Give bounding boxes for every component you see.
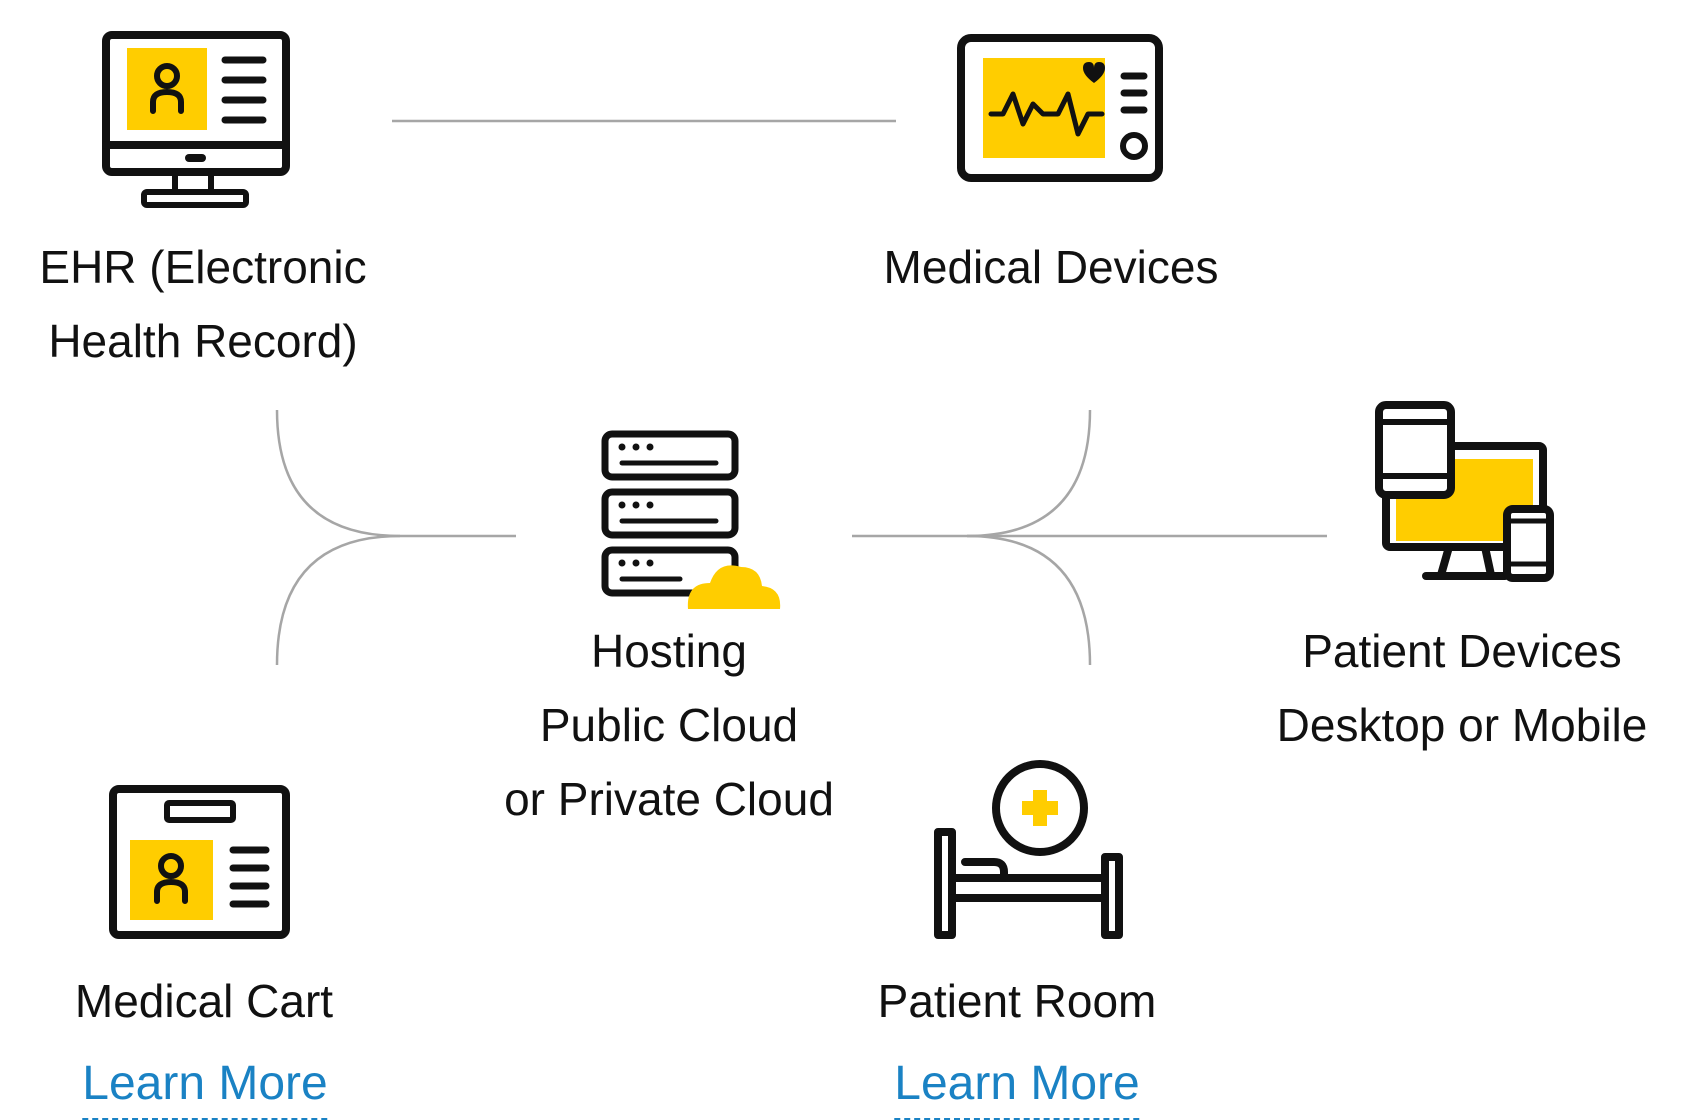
connector-medical-devices-hosting: [852, 409, 1092, 538]
connector-ehr-hosting: [275, 409, 516, 538]
tablet-desktop-mobile-icon: [1375, 401, 1554, 582]
medical-cart-learn-more-link[interactable]: Learn More: [82, 1054, 328, 1120]
hosting-label: Hosting Public Cloud or Private Cloud: [504, 614, 834, 836]
patient-room-label: Patient Room: [878, 964, 1157, 1038]
hosting-label-line-3: or Private Cloud: [504, 773, 834, 825]
medical-devices-label-line-1: Medical Devices: [883, 241, 1219, 293]
connectors: [275, 119, 1327, 666]
medical-cart-label: Medical Cart: [75, 964, 333, 1038]
medical-cart-label-line-1: Medical Cart: [74, 975, 334, 1027]
patient-devices-label-line-2: Desktop or Mobile: [1276, 699, 1648, 751]
ehr-label-line-1: EHR (Electronic: [39, 241, 367, 293]
connector-cart-hosting: [275, 534, 401, 666]
medical-devices-label: Medical Devices: [884, 230, 1219, 304]
patient-devices-label: Patient Devices Desktop or Mobile: [1277, 614, 1648, 762]
ehr-label: EHR (Electronic Health Record): [39, 230, 366, 378]
patient-devices-label-line-1: Patient Devices: [1302, 625, 1622, 677]
patient-room-label-line-1: Patient Room: [877, 975, 1157, 1027]
medical-cart-id-card-icon: [109, 785, 290, 939]
server-cloud-icon: [601, 430, 781, 609]
hosting-label-line-2: Public Cloud: [539, 699, 799, 751]
computer-monitor-patient-record-icon: [102, 31, 290, 208]
hospital-bed-icon: [934, 760, 1123, 939]
vital-signs-monitor-icon: [957, 34, 1163, 182]
patient-room-learn-more-link[interactable]: Learn More: [894, 1054, 1140, 1120]
connector-patient-room-hosting: [966, 534, 1092, 666]
hosting-label-line-1: Hosting: [591, 625, 747, 677]
ehr-label-line-2: Health Record): [48, 315, 358, 367]
